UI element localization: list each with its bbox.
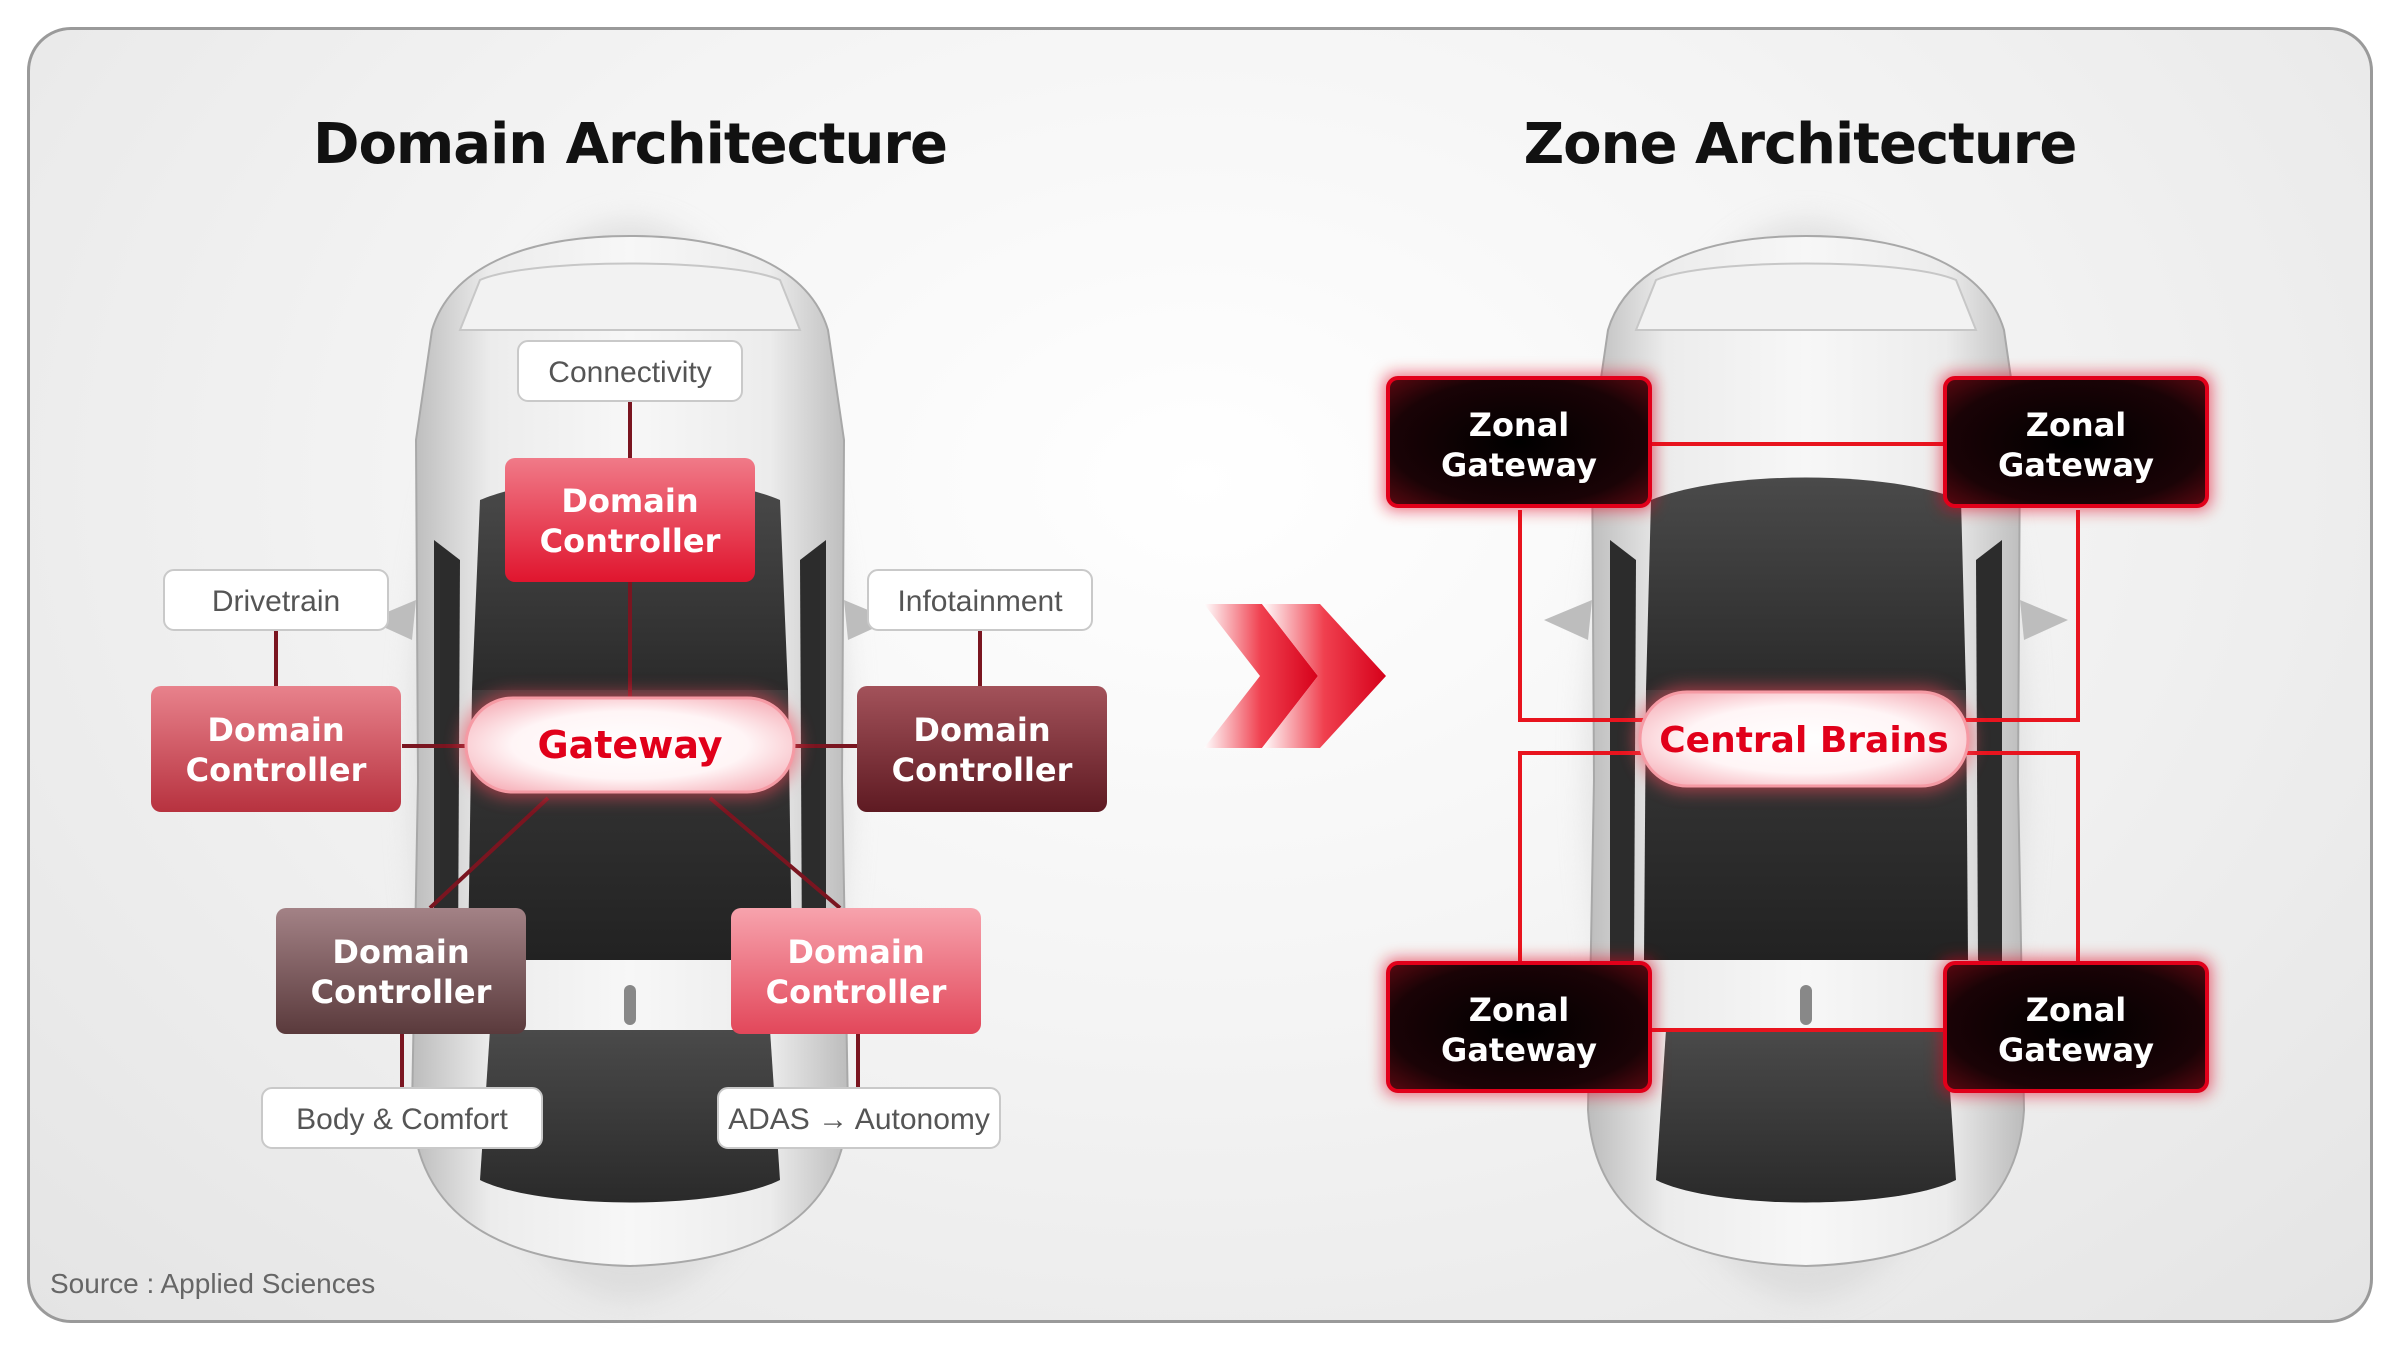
category-infotainment: Infotainment (867, 569, 1093, 631)
zonal-gateway-bottom-right: Zonal Gateway (1941, 959, 2211, 1095)
zonal-gateway-bottom-left: Zonal Gateway (1384, 959, 1654, 1095)
zg-tl-line2: Gateway (1441, 446, 1597, 484)
category-body-comfort-label: Body & Comfort (296, 1103, 508, 1136)
domain-controller-left: Domain Controller (151, 686, 401, 812)
dc-left-line1: Domain (207, 711, 344, 749)
dc-bl-line2: Controller (311, 973, 492, 1011)
gateway-node: Gateway (460, 692, 800, 798)
zg-bl-line1: Zonal (1469, 991, 1570, 1029)
line-zg-br-central (1958, 751, 2080, 963)
line-zg-tr-central (1958, 510, 2080, 722)
category-infotainment-label: Infotainment (897, 585, 1063, 618)
dc-top-line2: Controller (540, 522, 721, 560)
dc-left-line2: Controller (186, 751, 367, 789)
category-adas-label: ADAS → Autonomy (728, 1103, 990, 1136)
category-connectivity: Connectivity (517, 340, 743, 402)
source-caption: Source : Applied Sciences (50, 1268, 376, 1299)
category-adas-autonomy: ADAS → Autonomy (717, 1087, 1001, 1149)
category-body-comfort: Body & Comfort (261, 1087, 543, 1149)
category-drivetrain-label: Drivetrain (212, 585, 340, 618)
category-drivetrain: Drivetrain (163, 569, 389, 631)
domain-controller-right: Domain Controller (857, 686, 1107, 812)
central-brains-label: Central Brains (1659, 720, 1948, 761)
domain-architecture-title: Domain Architecture (312, 112, 948, 177)
domain-controller-bottom-left: Domain Controller (276, 908, 526, 1034)
domain-controller-bottom-right: Domain Controller (731, 908, 981, 1034)
line-zg-bl-central (1518, 751, 1650, 963)
line-bl-dc-gateway (428, 796, 550, 910)
dc-right-line1: Domain (913, 711, 1050, 749)
dc-br-line1: Domain (787, 933, 924, 971)
line-br-dc-gateway (708, 796, 842, 910)
right-connectors (1518, 442, 2080, 1032)
zg-br-line2: Gateway (1998, 1031, 2154, 1069)
transition-arrow-icon (1204, 604, 1386, 748)
zonal-gateway-top-right: Zonal Gateway (1941, 374, 2211, 510)
line-zg-tl-central (1518, 510, 1650, 722)
dc-top-line1: Domain (561, 482, 698, 520)
zg-bl-line2: Gateway (1441, 1031, 1597, 1069)
zg-tl-line1: Zonal (1469, 406, 1570, 444)
zg-br-line1: Zonal (2026, 991, 2127, 1029)
zone-architecture-title: Zone Architecture (1523, 112, 2078, 177)
gateway-label: Gateway (537, 723, 722, 767)
category-connectivity-label: Connectivity (548, 356, 711, 389)
zg-tr-line1: Zonal (2026, 406, 2127, 444)
dc-bl-line1: Domain (332, 933, 469, 971)
zonal-gateway-top-left: Zonal Gateway (1384, 374, 1654, 510)
left-connectors (274, 400, 982, 1088)
domain-controller-top: Domain Controller (505, 458, 755, 582)
dc-br-line2: Controller (766, 973, 947, 1011)
zg-tr-line2: Gateway (1998, 446, 2154, 484)
central-brains-node: Central Brains (1634, 686, 1974, 792)
dc-right-line2: Controller (892, 751, 1073, 789)
